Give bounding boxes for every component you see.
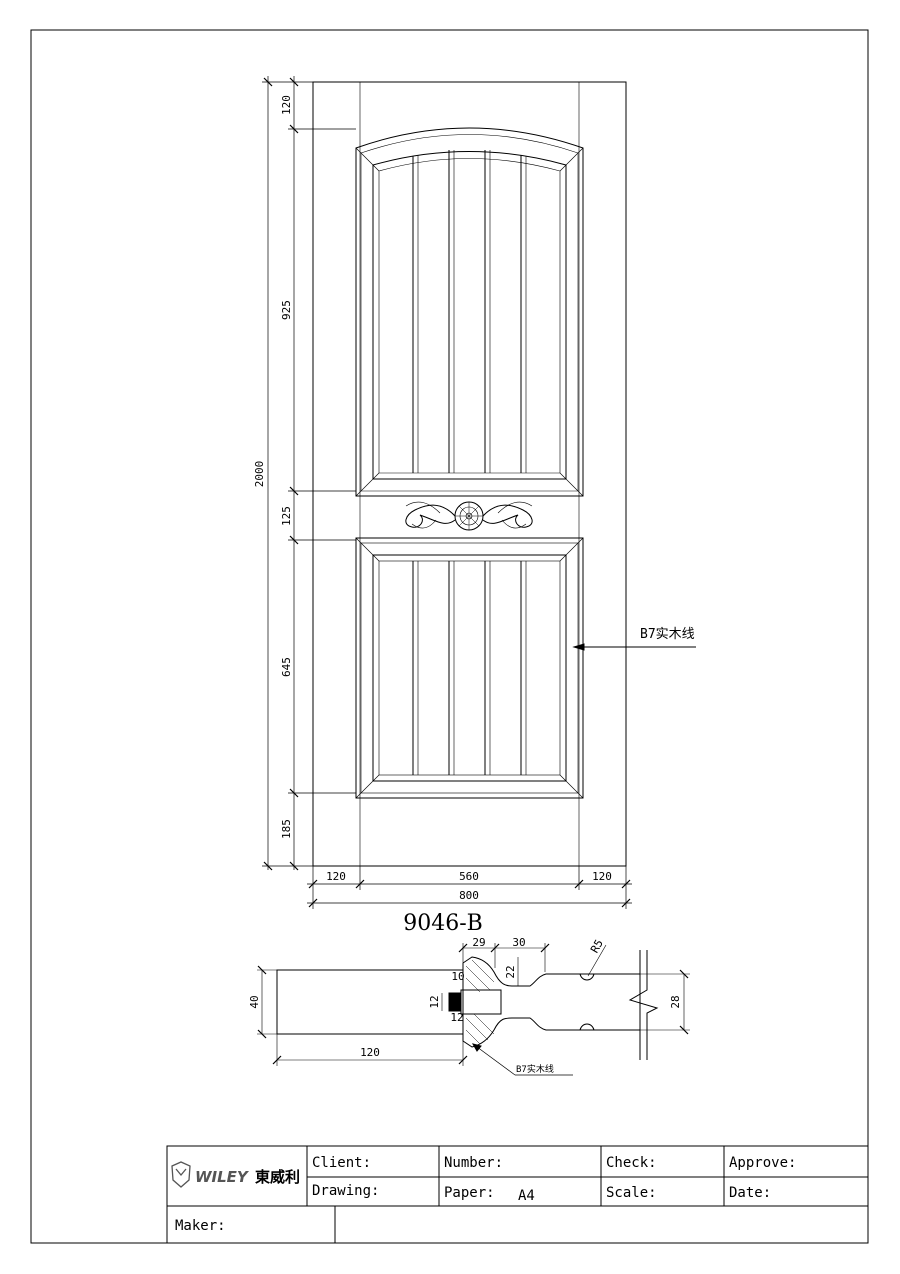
scale-label: Scale: xyxy=(606,1185,657,1201)
logo-text: WILEY xyxy=(195,1168,250,1186)
callout-main: B7实木线 xyxy=(640,627,695,642)
dim-top-rail: 120 xyxy=(280,95,293,115)
dim-right-stile: 120 xyxy=(592,870,612,883)
paper-label: Paper: xyxy=(444,1185,495,1201)
model-title: 9046-B xyxy=(403,911,483,936)
door-outline xyxy=(312,81,627,867)
maker-label: Maker: xyxy=(175,1218,226,1234)
date-label: Date: xyxy=(729,1185,771,1201)
callout-section: B7实木线 xyxy=(516,1063,554,1075)
carved-ornament xyxy=(405,501,533,531)
dim-bottom-rail: 185 xyxy=(280,819,293,839)
sec-dim-40: 40 xyxy=(248,995,261,1008)
paper-value: A4 xyxy=(518,1188,535,1204)
sec-dim-28: 28 xyxy=(669,995,682,1008)
dim-upper-panel: 925 xyxy=(280,300,293,320)
upper-panel xyxy=(355,127,584,497)
callout-main-leader xyxy=(572,643,696,651)
company-logo: WILEY 東威利 xyxy=(171,1161,300,1188)
dim-total-height: 2000 xyxy=(253,461,266,488)
shield-icon xyxy=(171,1161,191,1188)
dim-lower-panel: 645 xyxy=(280,657,293,677)
horizontal-dimensions xyxy=(307,866,632,909)
sec-dim-30: 30 xyxy=(512,936,525,949)
sec-dim-29: 29 xyxy=(472,936,485,949)
approve-label: Approve: xyxy=(729,1155,796,1171)
drawing-label: Drawing: xyxy=(312,1183,379,1199)
section-detail xyxy=(257,943,690,1076)
sec-dim-22: 22 xyxy=(504,965,517,978)
client-label: Client: xyxy=(312,1155,371,1171)
sec-dim-12b: 12 xyxy=(450,1011,463,1024)
sec-dim-r5: R5 xyxy=(588,937,606,955)
check-label: Check: xyxy=(606,1155,657,1171)
title-block xyxy=(166,1145,869,1244)
sec-dim-120: 120 xyxy=(360,1046,380,1059)
dim-panel-width: 560 xyxy=(459,870,479,883)
sec-dim-12a: 12 xyxy=(428,995,441,1008)
lower-panel xyxy=(355,537,584,799)
dim-left-stile: 120 xyxy=(326,870,346,883)
dim-total-width: 800 xyxy=(459,889,479,902)
vertical-dimensions xyxy=(262,76,356,871)
number-label: Number: xyxy=(444,1155,503,1171)
dim-mid-rail: 125 xyxy=(280,506,293,526)
door-elevation xyxy=(312,81,696,867)
sec-dim-10: 10 xyxy=(451,970,464,983)
logo-cn: 東威利 xyxy=(255,1168,300,1186)
